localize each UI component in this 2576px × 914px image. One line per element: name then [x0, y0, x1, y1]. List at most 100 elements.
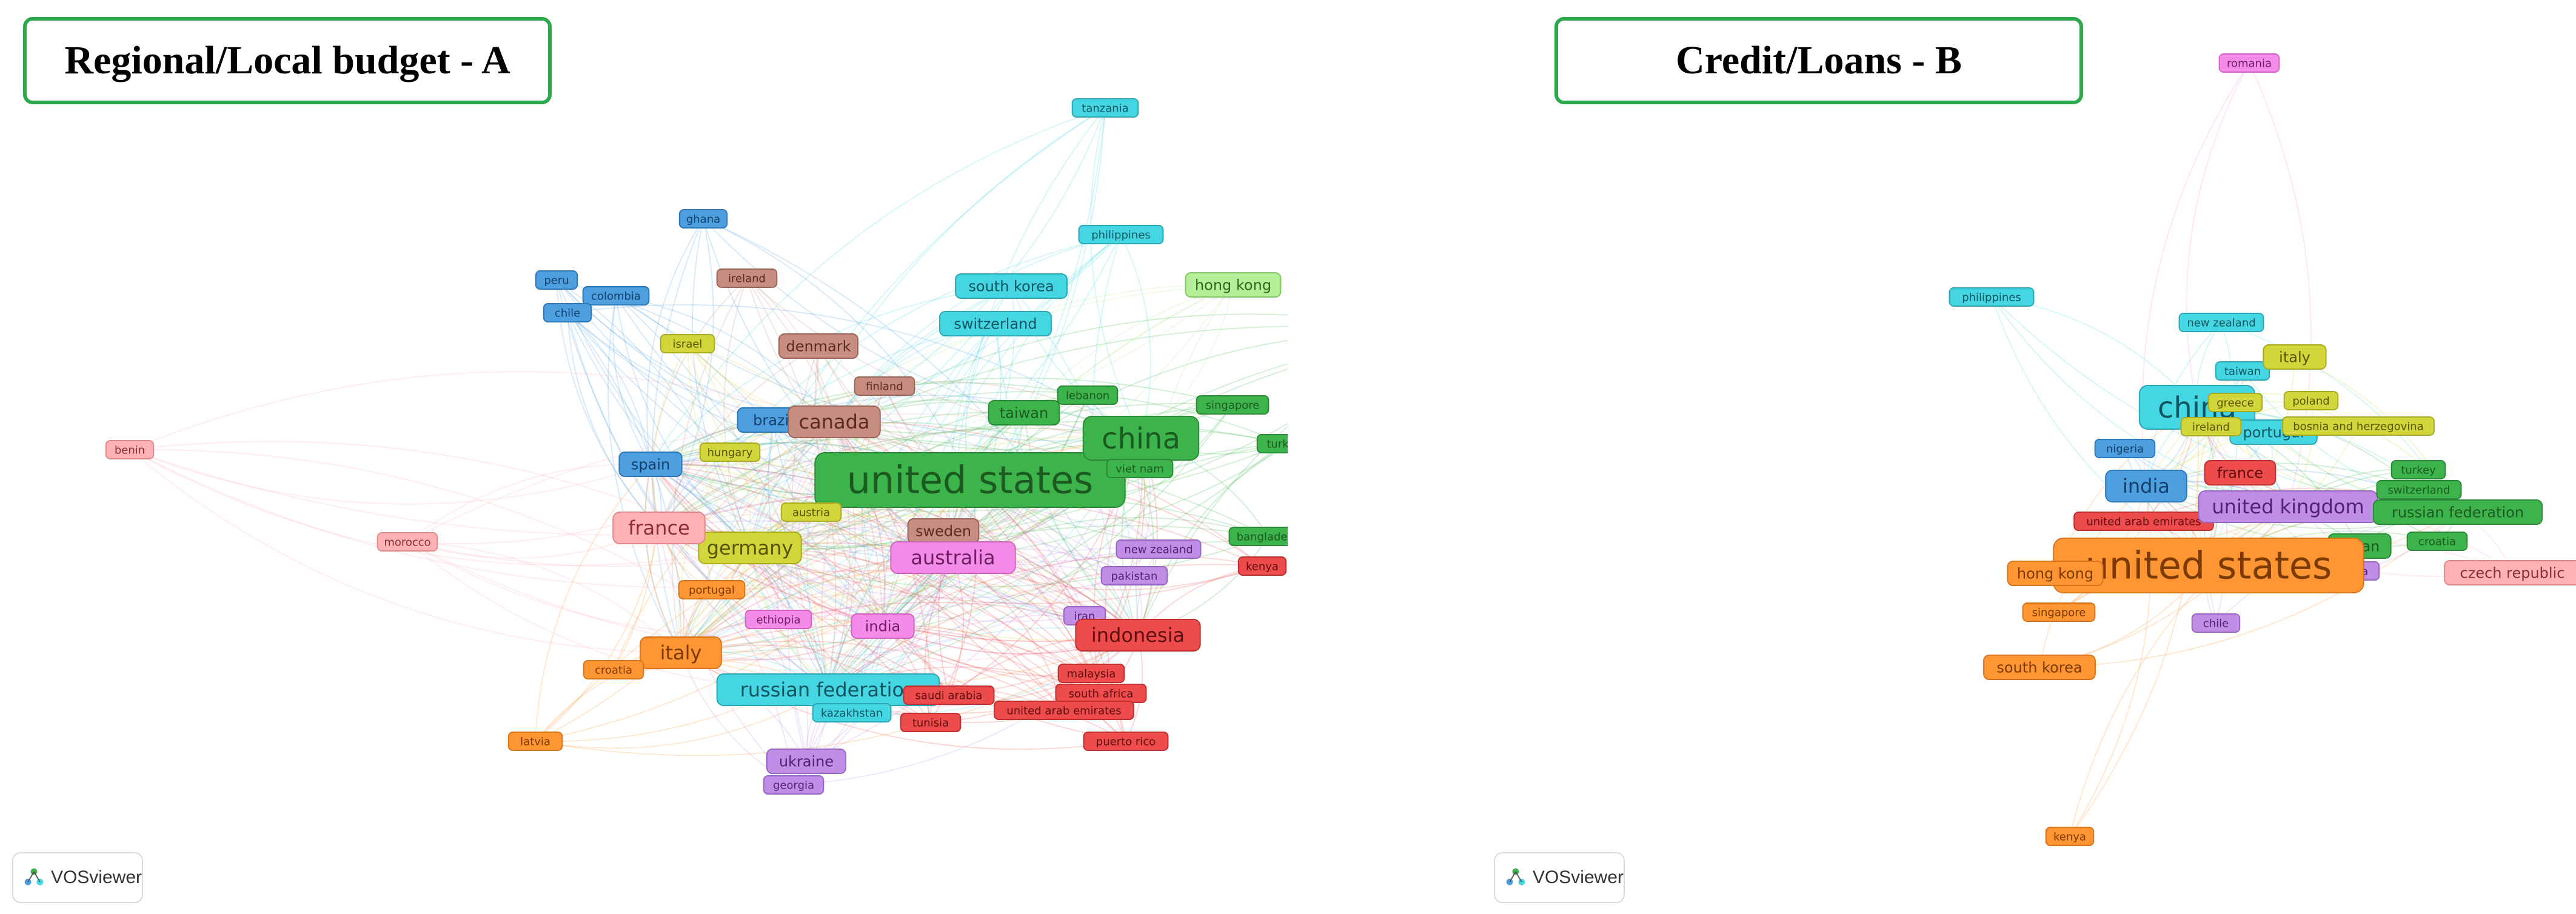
node-russian-federation[interactable]: russian federation — [2373, 499, 2543, 525]
node-label: south korea — [968, 278, 1054, 295]
network-link — [129, 449, 681, 653]
node-box — [1228, 527, 1288, 546]
node-poland[interactable]: poland — [2283, 391, 2339, 410]
node-ireland[interactable]: ireland — [716, 269, 778, 288]
node-tunisia[interactable]: tunisia — [900, 713, 962, 732]
node-chile[interactable]: chile — [543, 303, 592, 322]
node-box — [105, 440, 155, 459]
node-saudi-arabia[interactable]: saudi arabia — [903, 686, 995, 705]
node-kazakhstan[interactable]: kazakhstan — [812, 703, 892, 722]
network-link — [556, 279, 751, 549]
node-austria[interactable]: austria — [780, 502, 842, 522]
node-india[interactable]: india — [2105, 470, 2187, 502]
node-czech-republic[interactable]: czech republic — [2443, 560, 2576, 585]
node-label: russian federation — [2392, 504, 2524, 521]
network-link — [952, 444, 1288, 558]
node-australia[interactable]: australia — [890, 541, 1016, 574]
node-italy[interactable]: italy — [2263, 344, 2327, 370]
node-new-zealand[interactable]: new zealand — [2178, 313, 2264, 332]
node-box — [812, 703, 892, 722]
node-ghana[interactable]: ghana — [678, 209, 728, 228]
node-philippines[interactable]: philippines — [1949, 287, 2035, 307]
node-label: ghana — [686, 213, 720, 225]
node-france[interactable]: france — [2204, 460, 2277, 485]
node-nigeria[interactable]: nigeria — [2094, 439, 2156, 458]
node-italy[interactable]: italy — [640, 636, 722, 669]
node-latvia[interactable]: latvia — [507, 732, 563, 751]
node-kenya[interactable]: kenya — [2045, 827, 2095, 846]
node-south-korea[interactable]: south korea — [1983, 655, 2096, 680]
node-ukraine[interactable]: ukraine — [766, 749, 847, 774]
node-portugal[interactable]: portugal — [678, 580, 746, 599]
node-spain[interactable]: spain — [618, 452, 683, 477]
node-south-africa[interactable]: south africa — [1055, 684, 1147, 703]
node-peru[interactable]: peru — [535, 270, 578, 290]
network-link — [1090, 107, 1142, 439]
node-china[interactable]: china — [1082, 416, 1200, 461]
node-hong-kong[interactable]: hong kong — [2007, 561, 2104, 586]
node-croatia[interactable]: croatia — [2406, 532, 2468, 551]
node-greece[interactable]: greece — [2207, 393, 2263, 412]
node-ireland[interactable]: ireland — [2180, 417, 2242, 436]
node-new-zealand[interactable]: new zealand — [1116, 539, 1202, 559]
node-russian-federation[interactable]: russian federation — [716, 673, 940, 706]
node-kenya[interactable]: kenya — [1237, 556, 1287, 576]
node-croatia[interactable]: croatia — [583, 660, 644, 679]
node-united-states[interactable]: united states — [814, 452, 1126, 508]
node-hong-kong[interactable]: hong kong — [1185, 272, 1282, 298]
node-switzerland[interactable]: switzerland — [939, 311, 1052, 336]
network-link — [535, 421, 835, 742]
node-pakistan[interactable]: pakistan — [1100, 566, 1168, 585]
node-georgia[interactable]: georgia — [763, 775, 825, 795]
node-viet-nam[interactable]: viet nam — [1106, 459, 1174, 478]
node-united-states[interactable]: united states — [2053, 538, 2364, 593]
node-france[interactable]: france — [612, 512, 706, 544]
node-bosnia-and-herzegovina[interactable]: bosnia and herzegovina — [2282, 416, 2435, 436]
node-singapore[interactable]: singapore — [1196, 395, 1270, 415]
node-box — [2283, 391, 2339, 410]
node-singapore[interactable]: singapore — [2022, 602, 2096, 622]
node-hungary[interactable]: hungary — [699, 442, 761, 462]
node-box — [376, 532, 438, 552]
node-box — [939, 311, 1052, 336]
node-philippines[interactable]: philippines — [1078, 225, 1164, 244]
node-finland[interactable]: finland — [854, 376, 915, 396]
node-turkey[interactable]: turkey — [1256, 434, 1288, 453]
node-benin[interactable]: benin — [105, 440, 155, 459]
network-link — [969, 234, 1122, 481]
node-turkey[interactable]: turkey — [2390, 460, 2446, 479]
node-morocco[interactable]: morocco — [376, 532, 438, 552]
node-united-arab-emirates[interactable]: united arab emirates — [2073, 512, 2214, 531]
node-germany[interactable]: germany — [698, 532, 802, 564]
node-indonesia[interactable]: indonesia — [1075, 619, 1201, 652]
node-tanzania[interactable]: tanzania — [1071, 98, 1139, 118]
node-bangladesh[interactable]: bangladesh — [1228, 527, 1288, 546]
node-switzerland[interactable]: switzerland — [2376, 480, 2462, 499]
node-sweden[interactable]: sweden — [907, 518, 980, 544]
node-malaysia[interactable]: malaysia — [1057, 664, 1125, 683]
node-label: bangladesh — [1237, 530, 1288, 543]
node-canada[interactable]: canada — [788, 405, 881, 438]
network-link — [567, 312, 660, 529]
node-denmark[interactable]: denmark — [778, 333, 859, 359]
node-label: hong kong — [2017, 565, 2093, 582]
node-ethiopia[interactable]: ethiopia — [744, 610, 812, 629]
node-lebanon[interactable]: lebanon — [1057, 385, 1119, 405]
node-label: russian federation — [740, 678, 917, 701]
node-box — [543, 303, 592, 322]
node-taiwan[interactable]: taiwan — [2215, 361, 2270, 381]
node-united-arab-emirates[interactable]: united arab emirates — [994, 701, 1134, 720]
node-romania[interactable]: romania — [2218, 53, 2280, 73]
network-link — [535, 464, 651, 742]
network-link — [658, 234, 1122, 529]
node-south-korea[interactable]: south korea — [955, 273, 1068, 299]
node-puerto-rico[interactable]: puerto rico — [1083, 732, 1169, 751]
network-link — [615, 295, 883, 627]
node-colombia[interactable]: colombia — [582, 286, 650, 305]
node-israel[interactable]: israel — [660, 334, 715, 353]
network-link — [772, 419, 883, 627]
node-taiwan[interactable]: taiwan — [988, 400, 1060, 425]
node-india[interactable]: india — [851, 613, 915, 639]
node-chile[interactable]: chile — [2191, 613, 2241, 633]
node-united-kingdom[interactable]: united kingdom — [2198, 490, 2378, 523]
